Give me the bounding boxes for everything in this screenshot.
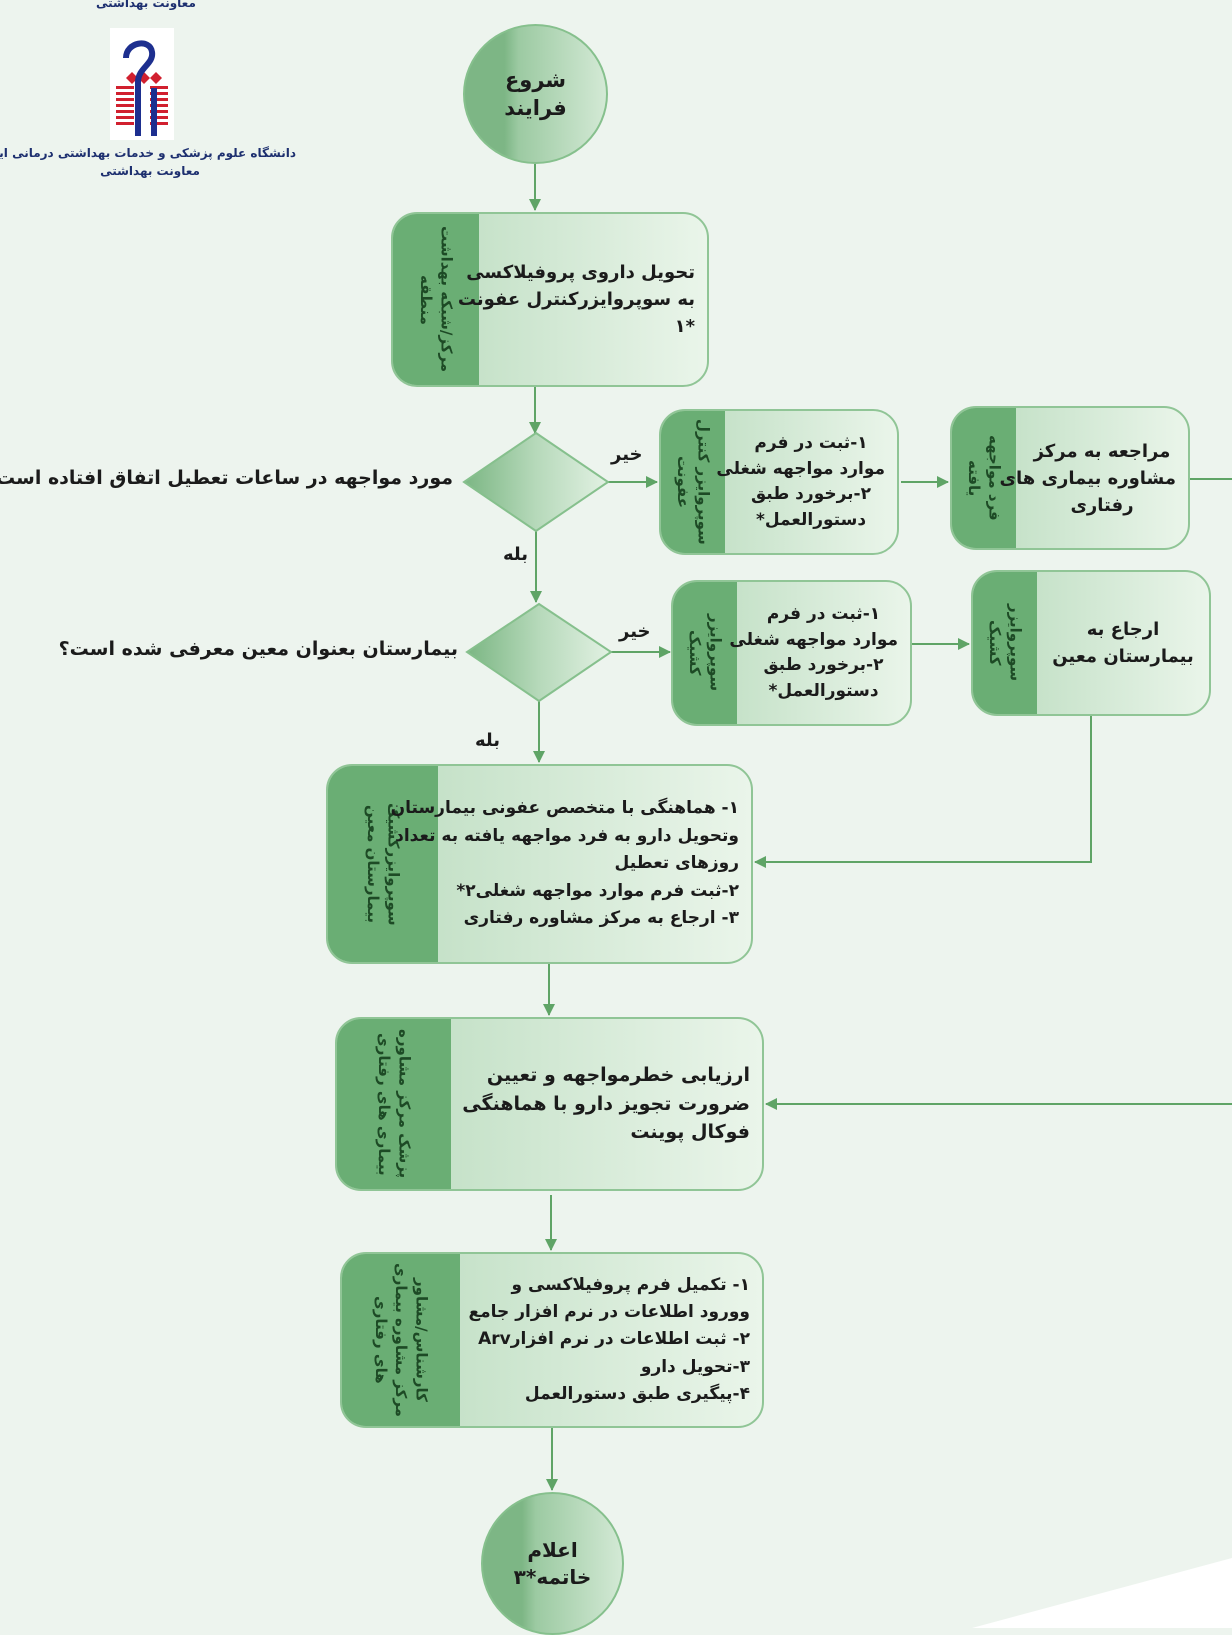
step-content: ۱-ثبت در فرم موارد مواجهه شغلی ۲-برخورد …: [729, 582, 910, 724]
step-line: دستورالعمل*: [768, 680, 879, 701]
role-label: مرکز/شبکه بهداشت منطقه: [393, 214, 479, 385]
step-line: ۱-ثبت در فرم: [754, 433, 868, 453]
step-exposed-person-referral: فرد مواجهه یافته مراجعه به مرکز مشاوره ب…: [950, 406, 1190, 550]
step-line: مشاوره بیماری های: [999, 467, 1176, 489]
step-line: دستورالعمل*: [755, 509, 867, 530]
role-label: سوپروایزر کنترل عفونت: [661, 411, 725, 553]
step-line: ضرورت تجویز دارو با هماهنگی: [462, 1092, 750, 1115]
step-line: ۳-تحویل دارو: [640, 1356, 750, 1377]
role-label: کارشناس/مشاور مرکز مشاوره بیماری های رفت…: [342, 1254, 460, 1426]
step-content: ۱- تکمیل فرم پروفیلاکسی و وورود اطلاعات …: [460, 1254, 762, 1426]
role-label: سوپروایزرکشیک بیمارستان معین: [328, 766, 438, 962]
end-node: اعلام خاتمه*۳: [481, 1492, 624, 1635]
step-content: ۱- هماهنگی با متخصص عفونی بیمارستان وتحو…: [390, 766, 751, 962]
step-content: تحویل داروی پروفیلاکسی به سوپروایزرکنترل…: [457, 214, 707, 385]
step-line: ۲- ثبت اطلاعات در نرم افزارArv: [478, 1329, 750, 1350]
step-supervisor-infection-control: سوپروایزر کنترل عفونت ۱-ثبت در فرم موارد…: [659, 409, 899, 555]
step-refer-designated-hospital: سوپروایزر کشیک ارجاع به بیمارستان معین: [971, 570, 1211, 716]
step-line: وتحویل دارو به فرد مواجهه یافته به تعداد: [395, 825, 739, 846]
university-logo: [110, 28, 174, 140]
header-top-caption: معاونت بهداشتی: [96, 0, 196, 10]
step-line: ۳- ارجاع به مرکز مشاوره رفتاری: [463, 908, 739, 929]
decision-diamond-1: [462, 431, 610, 533]
role-label: پزشک مرکز مشاوره بیماری های رفتاری: [337, 1019, 451, 1189]
step-content: ارزیابی خطرمواجهه و تعیین ضرورت تجویز دا…: [451, 1019, 762, 1189]
step-line: ۲-برخورد طبق: [750, 484, 872, 504]
step-line: ۴-پیگیری طبق دستورالعمل: [524, 1383, 750, 1404]
deputy-name: معاونت بهداشتی: [100, 164, 200, 178]
step-line: به سوپروایزرکنترل عفونت: [457, 289, 695, 310]
step-line: *۱: [674, 316, 695, 337]
connector-no2-next-return: [754, 716, 1092, 868]
role-label: سوپروایزر کشیک: [673, 582, 737, 724]
step-deliver-prophylaxis: مرکز/شبکه بهداشت منطقه تحویل داروی پروفی…: [391, 212, 709, 387]
step-line: ۲-ثبت فرم موارد مواجهه شغلی۲*: [456, 880, 739, 901]
step-line: ارزیابی خطرمواجهه و تعیین: [486, 1064, 750, 1087]
step-shift-supervisor: سوپروایزر کشیک ۱-ثبت در فرم موارد مواجهه…: [671, 580, 912, 726]
decision-2-yes-label: بله: [475, 730, 501, 751]
step-line: ارجاع به: [1086, 619, 1160, 640]
decision-diamond-2: [465, 602, 613, 703]
step-line: موارد مواجهه شغلی: [716, 458, 885, 479]
step-line: ۱- تکمیل فرم پروفیلاکسی و: [511, 1275, 750, 1296]
role-label: سوپروایزر کشیک: [973, 572, 1037, 714]
step-line: ۱- هماهنگی با متخصص عفونی بیمارستان: [390, 798, 739, 819]
decision-1-no-label: خیر: [611, 444, 643, 465]
start-node: شروع فرایند: [463, 24, 608, 164]
step-line: ۲-برخورد طبق: [763, 655, 884, 675]
university-name: دانشگاه علوم پزشکی و خدمات بهداشتی درمان…: [0, 146, 296, 160]
step-line: روزهای تعطیل: [614, 853, 739, 874]
decision-1-yes-label: بله: [503, 544, 529, 565]
step-line: مراجعه به مرکز: [1033, 440, 1171, 462]
step-line: تحویل داروی پروفیلاکسی: [466, 262, 695, 283]
page-corner-shade: [972, 1558, 1232, 1628]
step-behavioral-center-expert: کارشناس/مشاور مرکز مشاوره بیماری های رفت…: [340, 1252, 764, 1428]
decision-2-no-label: خیر: [619, 621, 651, 642]
role-label: فرد مواجهه یافته: [952, 408, 1016, 548]
step-content: مراجعه به مرکز مشاوره بیماری های رفتاری: [999, 408, 1188, 548]
step-content: ارجاع به بیمارستان معین: [1037, 572, 1209, 714]
step-line: ۱-ثبت در فرم: [766, 604, 881, 624]
step-risk-assessment: پزشک مرکز مشاوره بیماری های رفتاری ارزیا…: [335, 1017, 764, 1191]
decision-1-question: مورد مواجهه در ساعات تعطیل اتفاق افتاده …: [0, 467, 453, 489]
step-line: فوکال پوینت: [630, 1121, 750, 1144]
decision-2-question: بیمارستان بعنوان معین معرفی شده است؟: [58, 638, 458, 660]
step-line: رفتاری: [1070, 494, 1134, 516]
step-content: ۱-ثبت در فرم موارد مواجهه شغلی ۲-برخورد …: [716, 411, 897, 553]
step-line: موارد مواجهه شغلی: [729, 629, 898, 650]
step-line: وورود اطلاعات در نرم افزار جامع: [468, 1302, 750, 1323]
step-designated-hospital-supervisor: سوپروایزرکشیک بیمارستان معین ۱- هماهنگی …: [326, 764, 753, 964]
step-line: بیمارستان معین: [1052, 646, 1194, 667]
